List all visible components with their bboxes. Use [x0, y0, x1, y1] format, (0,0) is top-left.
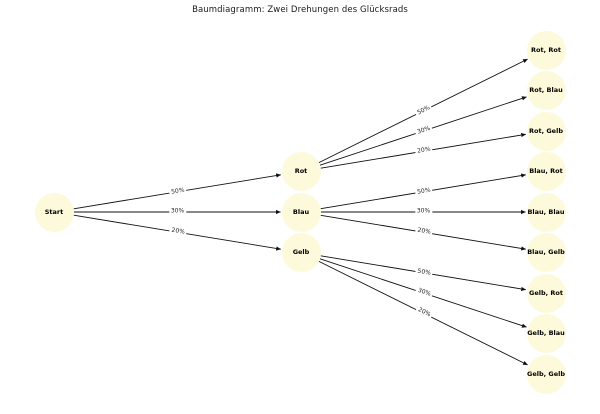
node-label-gelb: Gelb: [292, 248, 310, 257]
node-label-rot: Rot: [294, 167, 308, 176]
node-blau_rot: Blau, Rot: [526, 152, 566, 191]
node-label-start: Start: [44, 207, 64, 216]
node-gelb_rot: Gelb, Rot: [526, 273, 566, 313]
node-label-rot_gelb: Rot, Gelb: [529, 126, 563, 135]
edge-label-blau-blau_blau: 30%: [414, 207, 433, 216]
node-label-blau_rot: Blau, Rot: [529, 167, 563, 176]
edge-label-start-blau: 30%: [168, 207, 187, 216]
node-gelb_gelb: Gelb, Gelb: [526, 354, 566, 394]
node-rot_gelb: Rot, Gelb: [526, 111, 566, 151]
node-gelb: Gelb: [281, 233, 321, 272]
node-rot_blau: Rot, Blau: [526, 71, 566, 110]
node-blau: Blau: [281, 192, 321, 232]
node-rot_rot: Rot, Rot: [526, 30, 566, 70]
node-blau_blau: Blau, Blau: [526, 192, 566, 232]
node-label-rot_rot: Rot, Rot: [531, 45, 561, 54]
node-label-gelb_gelb: Gelb, Gelb: [527, 369, 565, 378]
diagram-title: Baumdiagramm: Zwei Drehungen des Glücksr…: [192, 5, 408, 15]
node-label-blau_gelb: Blau, Gelb: [527, 248, 565, 257]
node-blau_gelb: Blau, Gelb: [526, 233, 566, 272]
node-label-gelb_blau: Gelb, Blau: [527, 329, 565, 338]
node-label-rot_blau: Rot, Blau: [529, 86, 563, 95]
node-label-blau_blau: Blau, Blau: [527, 207, 565, 216]
node-label-gelb_rot: Gelb, Rot: [529, 288, 563, 297]
node-rot: Rot: [281, 152, 321, 191]
node-label-blau: Blau: [292, 207, 310, 216]
node-gelb_blau: Gelb, Blau: [526, 314, 566, 353]
node-start: Start: [34, 192, 74, 232]
